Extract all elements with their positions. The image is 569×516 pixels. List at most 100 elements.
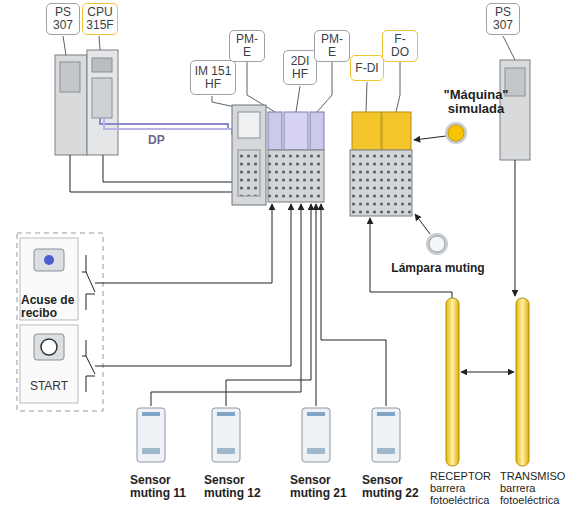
illustration-rect: [217, 448, 235, 454]
illustration-rect: [137, 408, 165, 462]
tag-text: F-DI: [354, 62, 380, 75]
muting-sensors: [137, 408, 400, 462]
illustration-path: [316, 204, 317, 406]
illustration-path: [70, 155, 232, 192]
illustration-circle: [445, 122, 467, 144]
tag-text: CPU 315F: [86, 6, 114, 32]
illustration-rect: [232, 105, 266, 205]
illustration-rect: [500, 60, 530, 160]
module-tag: PM-E: [314, 30, 350, 62]
illustration-rect: [352, 112, 381, 150]
tag-text: F-DO: [386, 33, 414, 59]
module-tag: IM 151 HF: [190, 60, 236, 95]
device-label: "Máquina" simulada: [428, 88, 524, 116]
illustration-rect: [372, 408, 400, 462]
illustration-polyline: [296, 86, 300, 112]
illustration-rect: [87, 50, 118, 155]
tag-text: IM 151 HF: [194, 65, 232, 91]
illustration-rect: [212, 408, 240, 462]
light-curtain: [446, 298, 529, 466]
illustration-circle: [426, 233, 448, 255]
illustration-rect: [92, 58, 112, 72]
tag-text: 2DI HF: [287, 55, 313, 81]
illustration-path: [82, 255, 95, 310]
illustration-path: [321, 204, 386, 406]
module-tag: PM-E: [229, 30, 265, 62]
illustration-rect: [238, 150, 260, 196]
illustration-circle: [448, 125, 464, 141]
illustration-path: [104, 118, 232, 135]
illustration-path: [370, 218, 452, 298]
illustration-rect: [307, 412, 325, 416]
et200-station: [232, 105, 412, 216]
illustration-rect: [310, 112, 324, 150]
illustration-rect: [377, 448, 395, 454]
illustration-circle: [41, 339, 57, 355]
illustration-rect: [268, 150, 324, 202]
illustration-path: [103, 155, 232, 182]
tag-text: PS 307: [50, 6, 76, 32]
tag-text: PS 307: [490, 6, 516, 32]
illustration-rect: [238, 112, 260, 138]
rack-modules: [55, 50, 118, 155]
illustration-line: [63, 36, 66, 55]
module-tag: 2DI HF: [283, 50, 317, 85]
module-tag: F-DI: [350, 55, 384, 81]
illustration-rect: [268, 112, 282, 150]
module-tag: PS 307: [46, 3, 80, 35]
illustration-rect: [302, 408, 330, 462]
dp-cable: [100, 118, 232, 135]
sensor-details: [142, 412, 395, 454]
illustration-rect: [55, 55, 87, 155]
sensor-label: Sensor muting 22: [362, 474, 426, 500]
illustration-rect: [307, 448, 325, 454]
illustration-line: [99, 36, 100, 50]
illustration-rect: [516, 298, 529, 466]
illustration-rect: [217, 412, 235, 416]
bus-label: DP: [148, 134, 178, 147]
sensor-label: Sensor muting 21: [290, 474, 354, 500]
illustration-circle: [44, 255, 54, 265]
illustration-g: [82, 255, 95, 392]
illustration-rect: [142, 448, 160, 454]
illustration-rect: [382, 112, 411, 150]
illustration-polyline: [366, 82, 367, 112]
sensor-label: Sensor muting 12: [204, 474, 268, 500]
module-tag: CPU 315F: [82, 3, 118, 35]
illustration-path: [515, 160, 516, 296]
power-wires: [70, 155, 232, 192]
illustration-rect: [20, 325, 78, 403]
illustration-rect: [350, 150, 412, 216]
device-label: TRANSMISO barrera fotoeléctrica: [500, 470, 566, 506]
illustration-rect: [142, 412, 160, 416]
illustration-rect: [377, 412, 395, 416]
illustration-rect: [284, 112, 308, 150]
illustration-rect: [34, 249, 64, 271]
illustration-rect: [446, 298, 459, 466]
tag-text: PM-E: [233, 33, 261, 59]
illustration-path: [151, 204, 301, 406]
illustration-path: [95, 204, 272, 283]
button-label: START: [24, 380, 74, 393]
illustration-rect: [34, 334, 64, 360]
illustration-path: [414, 136, 446, 140]
device-label: Lámpara muting: [382, 262, 494, 275]
illustration-path: [415, 214, 430, 234]
device-label: RECEPTOR barrera fotoeléctrica: [430, 470, 500, 506]
illustration-rect: [92, 78, 112, 118]
illustration-path: [95, 204, 291, 366]
module-tag: PS 307: [486, 3, 520, 35]
illustration-polyline: [503, 36, 515, 60]
button-label: Acuse de recibo: [21, 294, 91, 320]
illustration-rect: [60, 62, 80, 92]
illustration-path: [461, 372, 514, 373]
button-panel: [17, 233, 103, 411]
machine-lamp: [414, 122, 467, 144]
illustration-path: [82, 340, 95, 392]
illustration-path: [226, 204, 311, 406]
sensor-label: Sensor muting 11: [130, 474, 194, 500]
module-tag: F-DO: [382, 30, 418, 62]
tag-text: PM-E: [318, 33, 346, 59]
muting-lamp: [415, 214, 448, 255]
